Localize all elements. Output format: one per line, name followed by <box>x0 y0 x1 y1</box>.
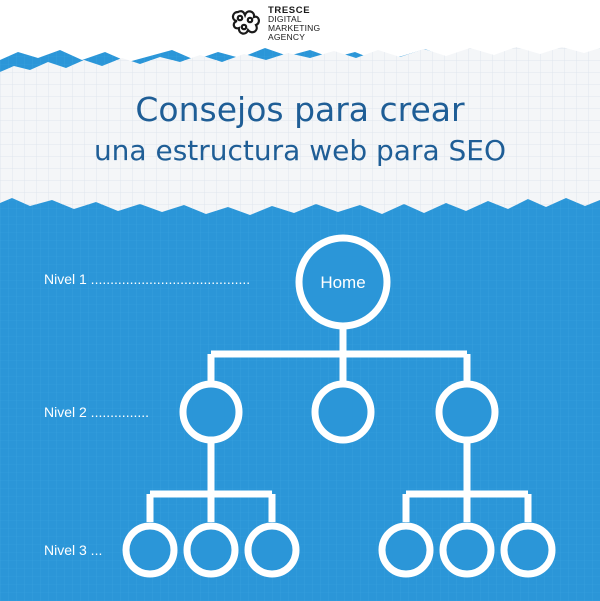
top-paper-strip <box>0 0 600 62</box>
title-line-2: una estructura web para SEO <box>93 134 507 167</box>
level-2-label: Nivel 2 ............... <box>44 404 149 420</box>
logo-line-4: AGENCY <box>268 32 306 42</box>
node-level3-6 <box>500 522 556 578</box>
paper-grid <box>0 47 600 215</box>
title-line-1: Consejos para crear <box>135 90 465 129</box>
node-level3-2 <box>183 522 239 578</box>
node-level3-5 <box>439 522 495 578</box>
node-level2-2 <box>311 380 375 444</box>
logo: TRESCE DIGITAL MARKETING AGENCY <box>228 6 320 42</box>
tresce-logo-mark-icon <box>231 10 260 35</box>
tree-connectors <box>146 326 532 522</box>
logo-brand: TRESCE <box>268 5 311 16</box>
node-level3-3 <box>244 522 300 578</box>
logo-line-3: MARKETING <box>268 23 321 33</box>
node-level3-4 <box>378 522 434 578</box>
level-1-label: Nivel 1 ................................… <box>44 271 250 287</box>
level-3-label: Nivel 3 ... <box>44 542 102 558</box>
node-level2-1 <box>179 380 243 444</box>
logo-line-2: DIGITAL <box>268 14 302 24</box>
home-label: Home <box>320 273 365 292</box>
node-level3-1 <box>122 522 178 578</box>
node-home <box>295 234 391 330</box>
node-level2-3 <box>435 380 499 444</box>
logo-text: TRESCE DIGITAL MARKETING AGENCY <box>268 6 320 42</box>
